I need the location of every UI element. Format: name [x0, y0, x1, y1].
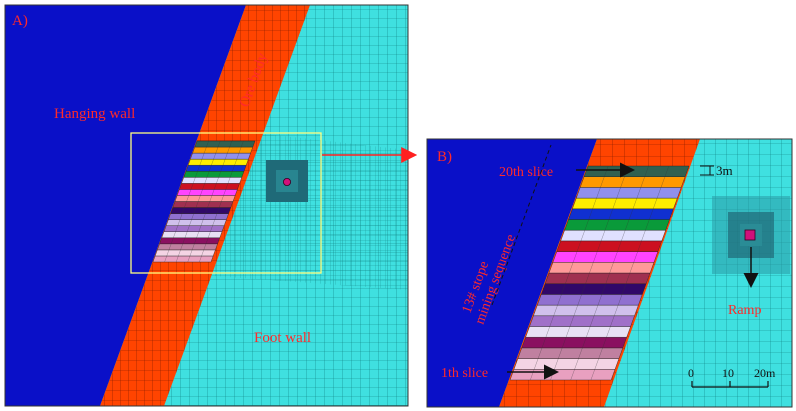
a-slice-16: [185, 164, 247, 172]
a-slice-3: [157, 243, 218, 251]
thickness-marker: [700, 165, 714, 176]
a-slice-17: [187, 158, 249, 166]
zoom-box: [130, 132, 322, 274]
b-slice-7: [533, 304, 639, 316]
mining-sequence-direction: [491, 144, 552, 306]
a-slice-4: [159, 237, 221, 245]
a-slice-10: [172, 201, 234, 208]
panel-b: [427, 139, 792, 407]
b-slice-3: [517, 347, 624, 359]
a-slice-mesh-line: [175, 140, 221, 263]
a-slice-20: [194, 140, 256, 148]
panel-a: [5, 5, 408, 406]
foot-wall-label: Foot wall: [254, 330, 311, 346]
b-slice-20: [583, 165, 690, 177]
b-slice-8: [537, 294, 643, 306]
a-slice-mesh-line: [199, 140, 244, 263]
a-slice-19: [192, 146, 254, 154]
slices-b: [509, 165, 690, 381]
a-slice-6: [163, 225, 225, 232]
b-slice-1: [509, 369, 616, 381]
ramp-marker-a: [282, 177, 291, 186]
a-slice-5: [161, 231, 223, 239]
thickness-label: 3m: [716, 163, 733, 178]
b-slice-mesh-line: [530, 165, 609, 381]
scale-bar: [691, 381, 769, 388]
panel-b-label: B): [437, 149, 452, 165]
b-slice-5: [525, 326, 631, 338]
hanging-wall-label: Hanging wall: [54, 106, 135, 122]
a-slice-14: [181, 177, 243, 184]
slice-top-label: 20th slice: [499, 165, 553, 180]
a-slice-11: [174, 195, 236, 202]
a-slice-7: [165, 219, 227, 226]
b-slice-11: [548, 262, 655, 274]
b-slice-4: [521, 337, 627, 349]
a-slice-8: [168, 213, 229, 220]
a-slice-18: [190, 152, 251, 160]
b-slice-13: [556, 240, 663, 252]
b-slice-mesh-line: [550, 165, 629, 381]
b-slice-14: [560, 229, 666, 242]
b-slice-6: [529, 315, 635, 327]
b-slice-18: [576, 187, 682, 199]
b-slice-12: [552, 251, 659, 263]
b-slice-19: [579, 176, 686, 188]
b-slice-mesh-line: [590, 165, 669, 381]
b-slice-mesh-line: [570, 165, 649, 381]
b-slice-10: [544, 272, 651, 284]
scale-tick-20: 20m: [754, 366, 776, 380]
hanging-wall-region-b: [427, 139, 597, 407]
hanging-wall-region: [5, 5, 246, 406]
a-slice-2: [154, 249, 216, 257]
b-slice-16: [568, 208, 674, 220]
slice-bottom-label: 1th slice: [441, 366, 488, 381]
a-slice-1: [152, 255, 214, 263]
a-slice-13: [179, 183, 240, 190]
a-slice-12: [176, 189, 238, 196]
a-slice-mesh-line: [164, 140, 209, 263]
ramp-label: Ramp: [728, 303, 761, 318]
b-slice-17: [572, 197, 678, 210]
b-slice-15: [564, 219, 670, 231]
panel-a-label: A): [12, 13, 28, 29]
a-slice-mesh-line: [187, 140, 232, 263]
scale-tick-10: 10: [722, 366, 734, 380]
slices-a: [152, 140, 256, 263]
b-slice-9: [540, 283, 647, 295]
a-slice-15: [183, 171, 245, 178]
scale-tick-0: 0: [688, 366, 694, 380]
a-slice-9: [170, 207, 232, 214]
ramp-marker-b: [744, 229, 756, 241]
b-slice-2: [513, 358, 620, 370]
